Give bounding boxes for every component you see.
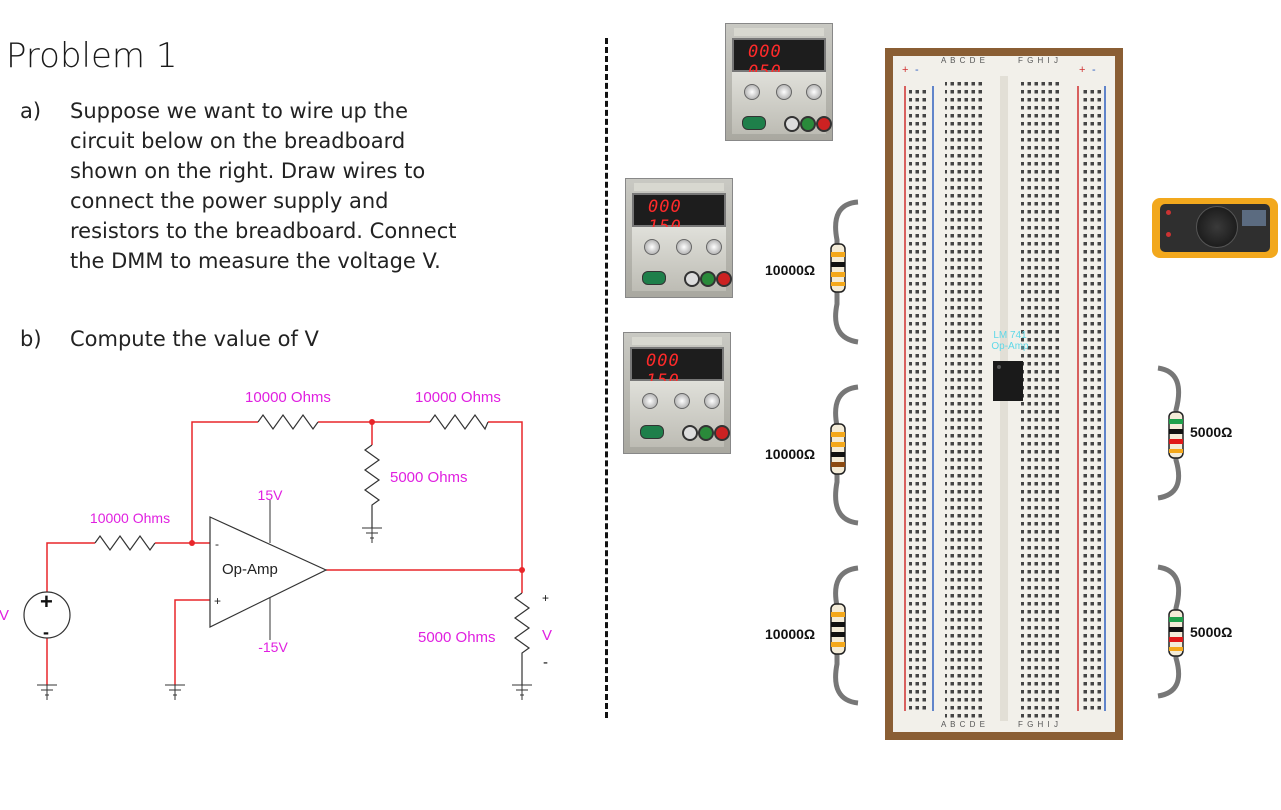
question-a-line: connect the power supply and bbox=[70, 189, 389, 213]
resistor-left-1-label: 10000Ω bbox=[765, 262, 816, 278]
opamp-plus: + bbox=[214, 594, 221, 608]
left-resistors bbox=[830, 199, 859, 706]
circuit-schematic: 10000 Ohms 10000 Ohms 5000 Ohms 10000 Oh… bbox=[0, 389, 552, 700]
resistor-left-3 bbox=[830, 565, 859, 706]
resistor-load bbox=[513, 592, 531, 685]
resistor-left-2 bbox=[830, 384, 859, 526]
knob-icon[interactable] bbox=[642, 393, 658, 409]
breadboard-holes bbox=[904, 76, 1106, 721]
knob-icon[interactable] bbox=[806, 84, 822, 100]
chip-label-1: LM 741 bbox=[993, 330, 1027, 341]
label-r-top-left: 10000 Ohms bbox=[245, 389, 331, 406]
label-r-top-right: 10000 Ohms bbox=[415, 389, 501, 406]
multimeter-icon[interactable] bbox=[1152, 198, 1278, 258]
bb-cols-left-top: A B C D E bbox=[941, 56, 987, 65]
opamp-minus: - bbox=[215, 537, 219, 551]
question-a-line: the DMM to measure the voltage V. bbox=[70, 249, 441, 273]
resistor-right-1 bbox=[1157, 365, 1184, 501]
bb-cols-right-bottom: F G H I J bbox=[1018, 720, 1059, 729]
vout-plus: + bbox=[542, 591, 549, 605]
chip-label-2: Op-Amp bbox=[991, 341, 1029, 352]
source-plus: + bbox=[40, 589, 53, 614]
jack-icon[interactable] bbox=[700, 271, 716, 287]
resistor-shunt bbox=[363, 444, 381, 528]
question-a-label: a) bbox=[20, 99, 42, 123]
source-minus: - bbox=[43, 622, 49, 642]
power-supply-2[interactable]: 000 150 bbox=[625, 178, 733, 298]
power-switch[interactable] bbox=[642, 271, 666, 285]
resistor-top-right bbox=[429, 413, 489, 431]
opamp-symbol bbox=[209, 516, 328, 628]
divider bbox=[605, 38, 608, 718]
resistor-right-1-label: 5000Ω bbox=[1190, 424, 1233, 440]
question-a-line: shown on the right. Draw wires to bbox=[70, 159, 426, 183]
knob-icon[interactable] bbox=[744, 84, 760, 100]
resistor-left-3-label: 10000Ω bbox=[765, 626, 816, 642]
question-a-text: Suppose we want to wire up the circuit b… bbox=[70, 96, 456, 276]
knob-icon[interactable] bbox=[776, 84, 792, 100]
rail-minus-right: - bbox=[1092, 64, 1096, 76]
label-source-v: V bbox=[0, 607, 9, 624]
label-supply-neg: -15V bbox=[258, 639, 288, 655]
jack-icon[interactable] bbox=[714, 425, 730, 441]
page-title: Problem 1 bbox=[6, 36, 178, 76]
power-switch[interactable] bbox=[640, 425, 664, 439]
resistor-left-1 bbox=[830, 199, 859, 345]
jack-icon[interactable] bbox=[800, 116, 816, 132]
question-b-label: b) bbox=[20, 327, 42, 351]
vout-minus: - bbox=[543, 654, 548, 671]
resistor-left-2-label: 10000Ω bbox=[765, 446, 816, 462]
ground-symbols bbox=[37, 527, 532, 700]
jack-icon[interactable] bbox=[784, 116, 800, 132]
dmm-display bbox=[1242, 210, 1266, 226]
bb-cols-right-top: F G H I J bbox=[1018, 56, 1059, 65]
jack-icon[interactable] bbox=[698, 425, 714, 441]
question-a-line: Suppose we want to wire up the bbox=[70, 99, 409, 123]
label-opamp: Op-Amp bbox=[222, 561, 278, 578]
knob-icon[interactable] bbox=[706, 239, 722, 255]
rail-minus: - bbox=[915, 64, 919, 76]
rail-plus-right: + bbox=[1079, 64, 1086, 76]
power-supply-3[interactable]: 000 150 bbox=[623, 332, 731, 454]
power-switch[interactable] bbox=[742, 116, 766, 130]
jack-icon[interactable] bbox=[682, 425, 698, 441]
knob-icon[interactable] bbox=[704, 393, 720, 409]
label-r-load: 5000 Ohms bbox=[418, 629, 496, 646]
nodes bbox=[189, 419, 525, 573]
bb-cols-left-bottom: A B C D E bbox=[941, 720, 987, 729]
resistor-right-2 bbox=[1157, 564, 1184, 699]
chip-label: LM 741 Op-Amp bbox=[988, 330, 1032, 352]
right-resistors bbox=[1157, 365, 1184, 699]
question-b-text: Compute the value of V bbox=[70, 327, 319, 351]
resistor-symbols bbox=[94, 413, 531, 685]
vout-label: V bbox=[542, 627, 552, 644]
label-r-shunt: 5000 Ohms bbox=[390, 469, 468, 486]
label-supply-pos: 15V bbox=[258, 487, 284, 503]
resistor-input bbox=[94, 534, 156, 552]
question-a-line: resistors to the breadboard. Connect bbox=[70, 219, 457, 243]
question-a-line: circuit below on the breadboard bbox=[70, 129, 406, 153]
resistor-top-left bbox=[257, 413, 319, 431]
voltage-source-symbol bbox=[23, 591, 71, 639]
breadboard[interactable]: A B C D E F G H I J A B C D E F G H I J … bbox=[885, 48, 1123, 740]
label-r-input: 10000 Ohms bbox=[90, 510, 170, 526]
dmm-dial-icon[interactable] bbox=[1196, 206, 1238, 248]
knob-icon[interactable] bbox=[674, 393, 690, 409]
knob-icon[interactable] bbox=[676, 239, 692, 255]
jack-icon[interactable] bbox=[716, 271, 732, 287]
rail-plus: + bbox=[902, 64, 909, 76]
resistor-right-2-label: 5000Ω bbox=[1190, 624, 1233, 640]
jack-icon[interactable] bbox=[816, 116, 832, 132]
jack-icon[interactable] bbox=[684, 271, 700, 287]
power-supply-1[interactable]: 000 050 bbox=[725, 23, 833, 141]
knob-icon[interactable] bbox=[644, 239, 660, 255]
